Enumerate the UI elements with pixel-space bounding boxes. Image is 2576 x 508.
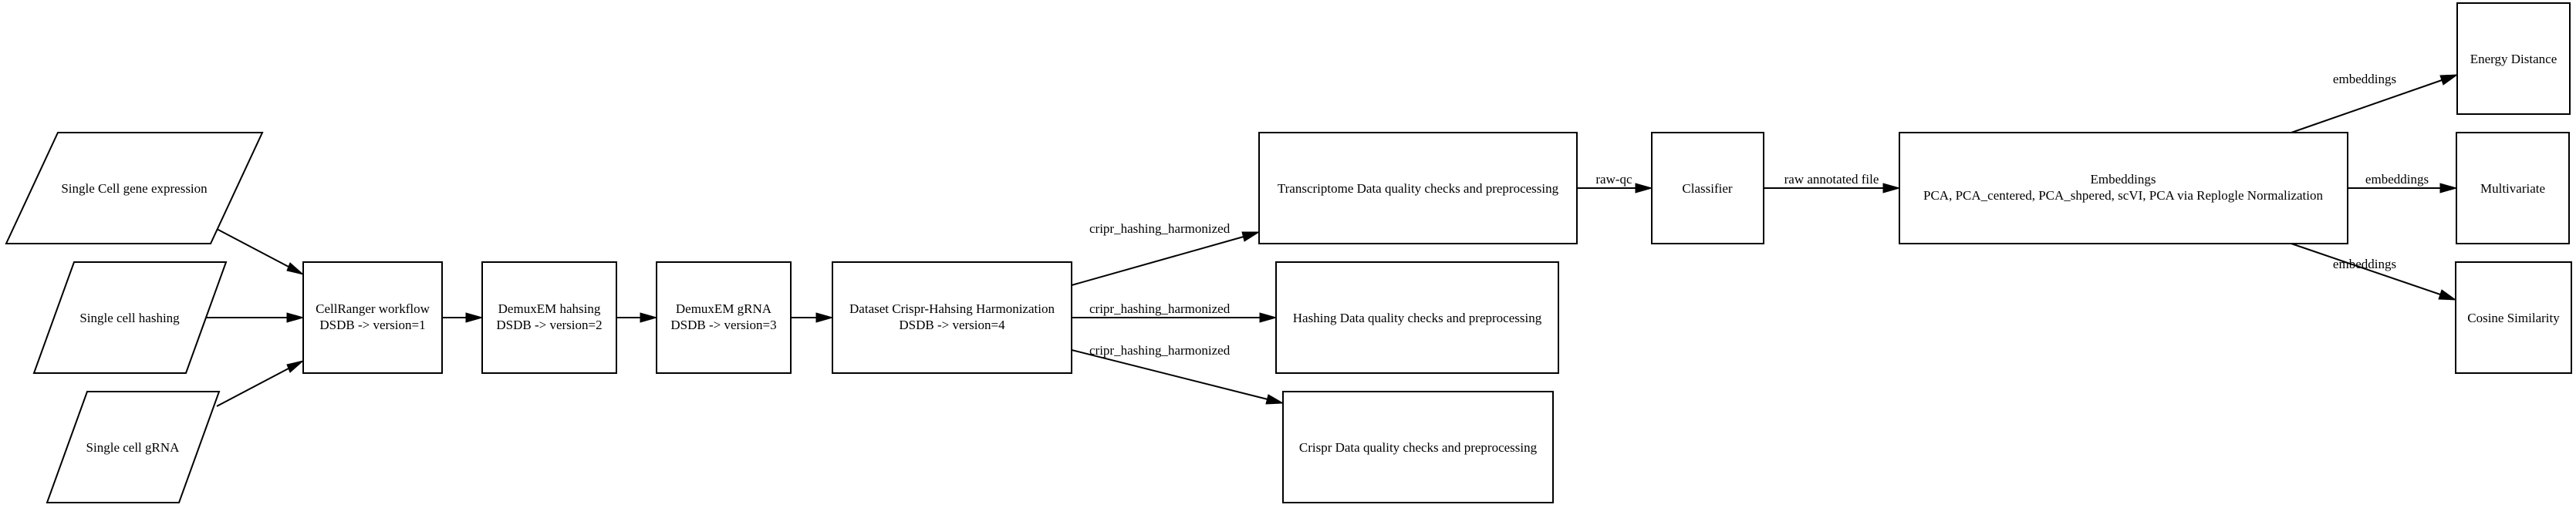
edge-harmonization-to-hashing: cripr_hashing_harmonized <box>1072 301 1278 323</box>
edge-harmonization-to-transcriptome: cripr_hashing_harmonized <box>1071 221 1261 286</box>
node-label: CellRanger workflow <box>316 301 430 316</box>
node-label: Classifier <box>1682 181 1732 196</box>
edge-demuxem-hashing-to-demuxem-grna <box>616 312 658 323</box>
nodes: Single Cell gene expression Single cell … <box>5 2 2572 503</box>
edge-label-harmonization-to-crispr: cripr_hashing_harmonized <box>1089 343 1231 358</box>
node-label: DemuxEM hahsing <box>498 301 601 316</box>
node-label: Embeddings <box>2091 172 2156 187</box>
node-sublabel: DSDB -> version=2 <box>496 318 602 332</box>
node-embeddings: Embeddings PCA, PCA_centered, PCA_shpere… <box>1899 132 2348 244</box>
edge-label-transcriptome-to-classifier: raw-qc <box>1595 172 1632 187</box>
edge-embeddings-to-energy: embeddings <box>2291 72 2459 133</box>
edge-cellranger-to-demuxem-hashing <box>442 312 484 323</box>
edges: cripr_hashing_harmonized cripr_hashing_h… <box>202 72 2459 407</box>
edge-demuxem-grna-to-harmonization <box>791 312 834 323</box>
node-cellranger-workflow: CellRanger workflow DSDB -> version=1 <box>302 261 443 374</box>
node-label: Crispr Data quality checks and preproces… <box>1299 440 1538 455</box>
node-dataset-harmonization: Dataset Crispr-Hahsing Harmonization DSD… <box>832 261 1072 374</box>
node-classifier: Classifier <box>1651 132 1764 244</box>
node-label: Dataset Crispr-Hahsing Harmonization <box>849 301 1055 316</box>
node-single-cell-hashing: Single cell hashing <box>32 261 228 374</box>
node-multivariate: Multivariate <box>2456 132 2570 244</box>
edge-label-embeddings-to-cosine: embeddings <box>2333 257 2396 271</box>
node-sublabel: DSDB -> version=3 <box>670 318 776 332</box>
node-single-cell-gene-expression: Single Cell gene expression <box>5 132 264 244</box>
node-sublabel: PCA, PCA_centered, PCA_shpered, scVI, PC… <box>1923 188 2323 203</box>
node-label: Energy Distance <box>2470 52 2557 66</box>
edge-label-harmonization-to-hashing: cripr_hashing_harmonized <box>1089 301 1231 316</box>
edge-embeddings-to-multivariate: embeddings <box>2348 172 2458 193</box>
node-cosine-similarity: Cosine Similarity <box>2455 261 2572 374</box>
edge-label-classifier-to-embeddings: raw annotated file <box>1784 172 1879 187</box>
node-label: Single cell gRNA <box>86 440 181 455</box>
edge-hashing-to-cellranger <box>202 312 305 323</box>
edge-label-harmonization-to-transcriptome: cripr_hashing_harmonized <box>1089 221 1231 236</box>
node-label: Cosine Similarity <box>2467 311 2560 325</box>
node-single-cell-grna: Single cell gRNA <box>46 391 221 503</box>
edge-harmonization-to-crispr: cripr_hashing_harmonized <box>1071 343 1285 405</box>
node-energy-distance: Energy Distance <box>2456 2 2571 115</box>
node-label: Transcriptome Data quality checks and pr… <box>1278 181 1559 196</box>
node-label: Hashing Data quality checks and preproce… <box>1293 311 1542 325</box>
edge-embeddings-to-cosine: embeddings <box>2291 243 2457 301</box>
node-label: DemuxEM gRNA <box>676 301 772 316</box>
node-hashing-qc: Hashing Data quality checks and preproce… <box>1275 261 1559 374</box>
edge-transcriptome-to-classifier: raw-qc <box>1577 172 1653 193</box>
node-transcriptome-qc: Transcriptome Data quality checks and pr… <box>1258 132 1578 244</box>
node-demuxem-hashing: DemuxEM hahsing DSDB -> version=2 <box>481 261 617 374</box>
node-sublabel: DSDB -> version=1 <box>319 318 425 332</box>
edge-gene-expression-to-cellranger <box>216 228 304 275</box>
node-label: Single cell hashing <box>79 311 180 325</box>
edge-label-embeddings-to-multivariate: embeddings <box>2365 172 2429 187</box>
node-label: Single Cell gene expression <box>61 181 208 196</box>
node-label: Multivariate <box>2480 181 2545 196</box>
node-demuxem-grna: DemuxEM gRNA DSDB -> version=3 <box>656 261 792 374</box>
edge-label-embeddings-to-energy: embeddings <box>2333 72 2396 86</box>
edge-grna-to-cellranger <box>216 360 304 407</box>
edge-classifier-to-embeddings: raw annotated file <box>1764 172 1901 193</box>
node-crispr-qc: Crispr Data quality checks and preproces… <box>1282 391 1554 503</box>
node-sublabel: DSDB -> version=4 <box>899 318 1005 332</box>
